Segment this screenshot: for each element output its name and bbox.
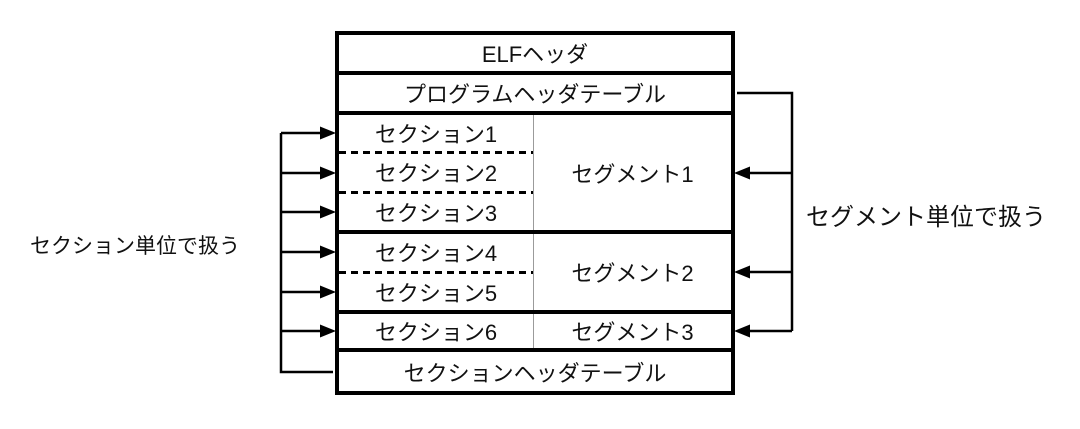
section6-arrowhead-icon	[320, 324, 336, 338]
column-divider	[533, 314, 534, 348]
segment3-arrowhead-icon	[734, 324, 750, 338]
sections-column: セクション6	[339, 314, 533, 348]
dashed-section-separator	[339, 270, 533, 274]
section-cell: セクション1	[374, 122, 498, 148]
section-header-table-cell: セクションヘッダテーブル	[403, 360, 667, 386]
segment-arrows	[734, 91, 794, 338]
row-divider	[339, 71, 731, 75]
row-divider	[339, 348, 731, 352]
row-divider	[339, 310, 731, 314]
group-segment2: セクション4 セクション5 セグメント2	[339, 234, 731, 310]
sections-column: セクション4 セクション5	[339, 234, 533, 310]
elf-layout-box: ELFヘッダ プログラムヘッダテーブル セクション1 セクション2 セクション3…	[335, 31, 735, 395]
segment2-arrowhead-icon	[734, 265, 750, 279]
section-cell: セクション4	[374, 241, 498, 267]
sections-column: セクション1 セクション2 セクション3	[339, 115, 533, 230]
section-cell: セクション5	[374, 280, 498, 306]
section4-arrowhead-icon	[320, 245, 336, 259]
section-unit-label: セクション単位で扱う	[30, 235, 240, 258]
column-divider	[533, 234, 534, 310]
segment-cell: セグメント1	[571, 161, 694, 187]
segment-unit-label: セグメント単位で扱う	[806, 204, 1046, 231]
segment-cell: セグメント2	[571, 261, 694, 286]
group-segment3: セクション6 セグメント3	[339, 314, 731, 348]
section-cell: セクション2	[374, 161, 498, 187]
section2-arrowhead-icon	[320, 166, 336, 180]
section1-arrowhead-icon	[320, 126, 336, 140]
segment-arrows-trunk-line	[737, 91, 794, 331]
row-divider	[339, 230, 731, 234]
dashed-section-separator	[339, 151, 533, 155]
section-cell: セクション3	[374, 200, 498, 226]
column-divider	[533, 115, 534, 230]
section5-arrowhead-icon	[320, 285, 336, 299]
program-header-table-cell: プログラムヘッダテーブル	[403, 82, 667, 107]
section-cell: セクション6	[374, 320, 498, 345]
row-divider	[339, 111, 731, 115]
dashed-section-separator	[339, 190, 533, 194]
segment-cell: セグメント3	[571, 320, 694, 345]
group-segment1: セクション1 セクション2 セクション3 セグメント1	[339, 115, 731, 230]
section3-arrowhead-icon	[320, 205, 336, 219]
section-arrows	[279, 126, 336, 374]
segment1-arrowhead-icon	[734, 166, 750, 180]
elf-header-cell: ELFヘッダ	[481, 42, 589, 67]
